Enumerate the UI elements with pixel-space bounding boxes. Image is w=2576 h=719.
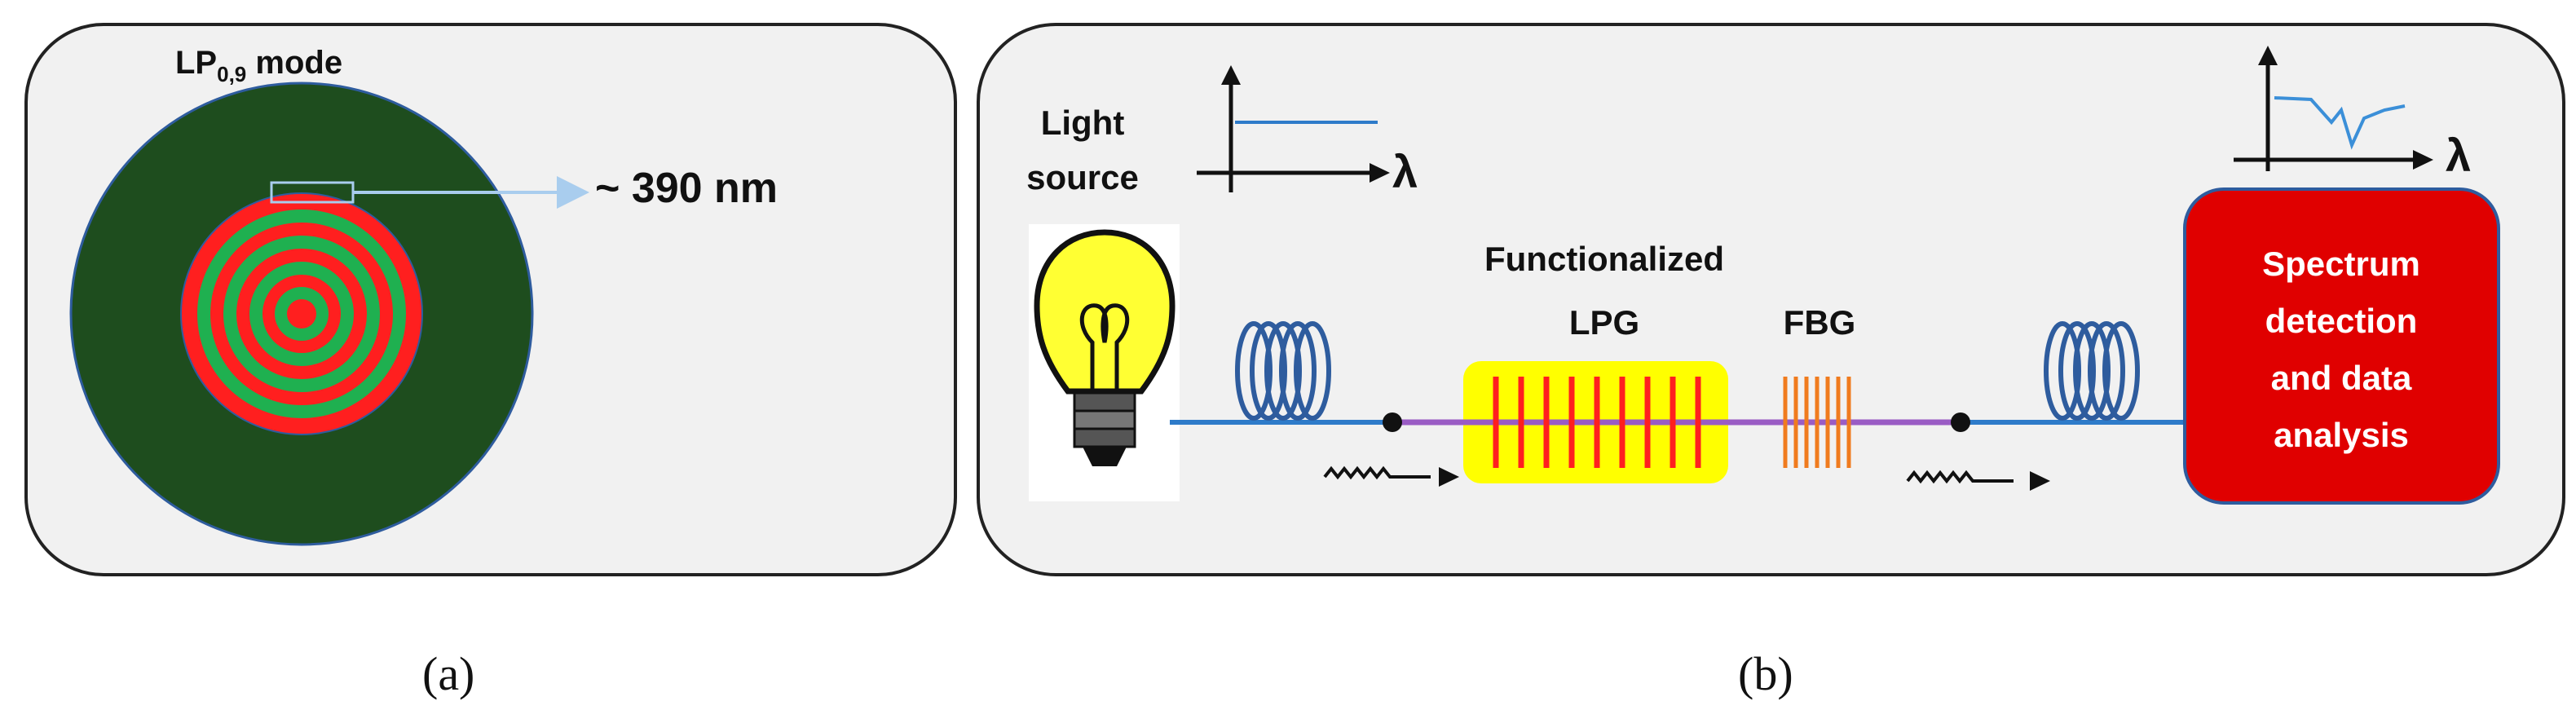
detector-label-line2: detection	[2265, 302, 2418, 340]
wave-arrowhead	[2030, 471, 2050, 491]
wave	[1323, 465, 1431, 480]
fbg-grating	[1783, 377, 1851, 468]
coil-loop	[2088, 321, 2125, 421]
fiber-coil-left	[1235, 321, 1331, 421]
caption-b: (b)	[1738, 647, 1793, 700]
coil-loop	[2044, 321, 2081, 421]
light-source-label-line2: source	[1026, 158, 1139, 196]
output-lambda-label: λ	[2446, 130, 2471, 181]
panel-b-frame	[977, 23, 2565, 576]
coil-loop	[2073, 321, 2111, 421]
splice-point-right	[1951, 412, 1970, 432]
output-spectrum-y-arrowhead	[2258, 46, 2278, 65]
splice-point-left	[1383, 412, 1402, 432]
light-bulb-icon	[1029, 224, 1180, 501]
coil-loop	[1279, 321, 1317, 421]
signal-wave-arrow-left	[1323, 465, 1459, 487]
detector-label-line4: analysis	[2274, 416, 2409, 454]
functionalized-label: Functionalized	[1484, 240, 1724, 278]
core-ring	[287, 299, 316, 329]
detector-label-line3: and data	[2271, 359, 2412, 397]
fbg-label: FBG	[1784, 303, 1856, 342]
bulb-base-2	[1073, 409, 1136, 430]
input-spectrum-x-arrowhead	[1370, 163, 1390, 183]
mode-label: LP0,9 mode	[175, 45, 342, 86]
coil-loop	[1264, 321, 1302, 421]
signal-wave-arrow-right	[1906, 470, 2050, 491]
wave	[1906, 470, 2014, 484]
coil-loop	[2058, 321, 2096, 421]
lpg-grating	[1493, 377, 1701, 468]
coil-loop	[1294, 321, 1331, 421]
input-spectrum-plot: λ	[1197, 65, 1418, 197]
panel-a: LP0,9 mode ~ 390 nm	[24, 23, 957, 576]
panel-b: Light source λ	[977, 23, 2565, 576]
dimension-label: ~ 390 nm	[595, 165, 778, 212]
output-spectrum-line	[2274, 96, 2406, 150]
input-lambda-label: λ	[1392, 146, 1418, 197]
core-mode-pattern	[180, 192, 423, 435]
caption-a: (a)	[422, 647, 474, 700]
coil-loop	[1250, 321, 1287, 421]
bulb-filament	[1079, 303, 1130, 390]
output-spectrum-plot: λ	[2234, 46, 2471, 181]
coil-loop	[1235, 321, 1273, 421]
bulb-tip	[1083, 447, 1127, 466]
spectrum-detector-box	[2183, 187, 2500, 505]
bulb-base-3	[1073, 427, 1136, 448]
detector-label-line1: Spectrum	[2262, 245, 2420, 283]
output-spectrum-x-arrowhead	[2413, 150, 2433, 170]
input-spectrum-y-arrowhead	[1221, 65, 1241, 85]
light-source-label-line1: Light	[1041, 104, 1125, 142]
bulb-base-1	[1073, 391, 1136, 412]
wave-arrowhead	[1439, 467, 1459, 487]
lpg-label: LPG	[1569, 303, 1639, 342]
coil-loop	[2102, 321, 2140, 421]
fiber-coil-right	[2044, 321, 2140, 421]
